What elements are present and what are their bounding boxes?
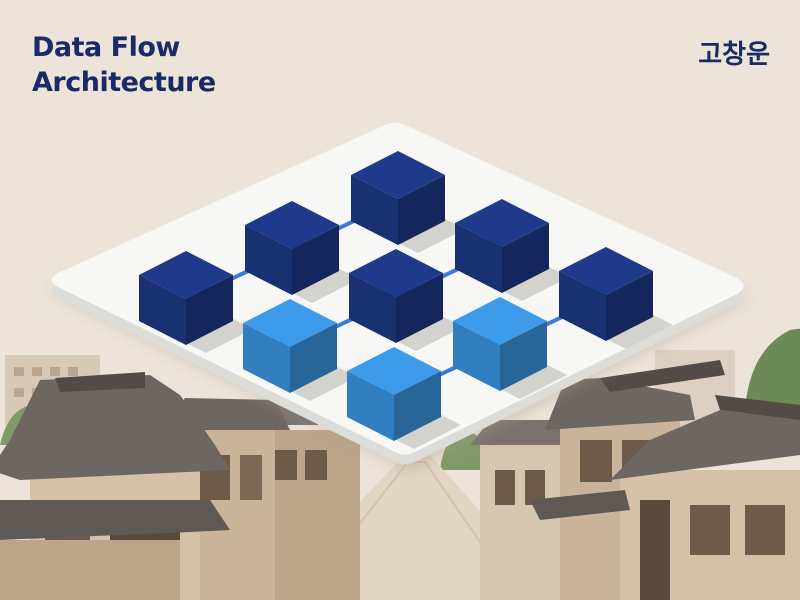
- node-left-face: [453, 321, 500, 391]
- node-left-face: [455, 223, 502, 293]
- node-cube: [455, 199, 569, 301]
- node-top-face: [455, 199, 549, 247]
- node-left-face: [349, 273, 396, 343]
- node-left-face: [139, 275, 186, 345]
- graph-nodes: [139, 151, 673, 449]
- node-top-face: [347, 347, 441, 395]
- node-right-face: [500, 321, 547, 391]
- node-left-face: [347, 371, 394, 441]
- node-left-face: [559, 271, 606, 341]
- author-name: 고창운: [698, 40, 770, 70]
- node-cube: [453, 297, 567, 399]
- node-cube: [349, 249, 463, 351]
- node-top-face: [351, 151, 445, 199]
- right-houses: [470, 360, 800, 600]
- node-top-face: [139, 251, 233, 299]
- node-right-face: [398, 175, 445, 245]
- node-cube: [347, 347, 461, 449]
- title-line-2: Architecture: [32, 67, 216, 98]
- node-cube: [245, 201, 359, 303]
- node-right-face: [606, 271, 653, 341]
- node-top-face: [243, 299, 337, 347]
- node-cube: [351, 151, 465, 253]
- node-left-face: [351, 175, 398, 245]
- node-cube: [559, 247, 673, 349]
- node-top-face: [559, 247, 653, 295]
- node-right-face: [186, 275, 233, 345]
- node-left-face: [245, 225, 292, 295]
- node-right-face: [290, 323, 337, 393]
- node-cube: [243, 299, 357, 401]
- node-right-face: [394, 371, 441, 441]
- left-houses: [0, 372, 365, 600]
- node-top-face: [245, 201, 339, 249]
- node-top-face: [453, 297, 547, 345]
- node-top-face: [349, 249, 443, 297]
- node-right-face: [502, 223, 549, 293]
- node-left-face: [243, 323, 290, 393]
- node-right-face: [396, 273, 443, 343]
- title-line-1: Data Flow: [32, 32, 180, 63]
- node-cube: [139, 251, 253, 353]
- node-right-face: [292, 225, 339, 295]
- title-block: Data Flow Architecture: [32, 30, 216, 100]
